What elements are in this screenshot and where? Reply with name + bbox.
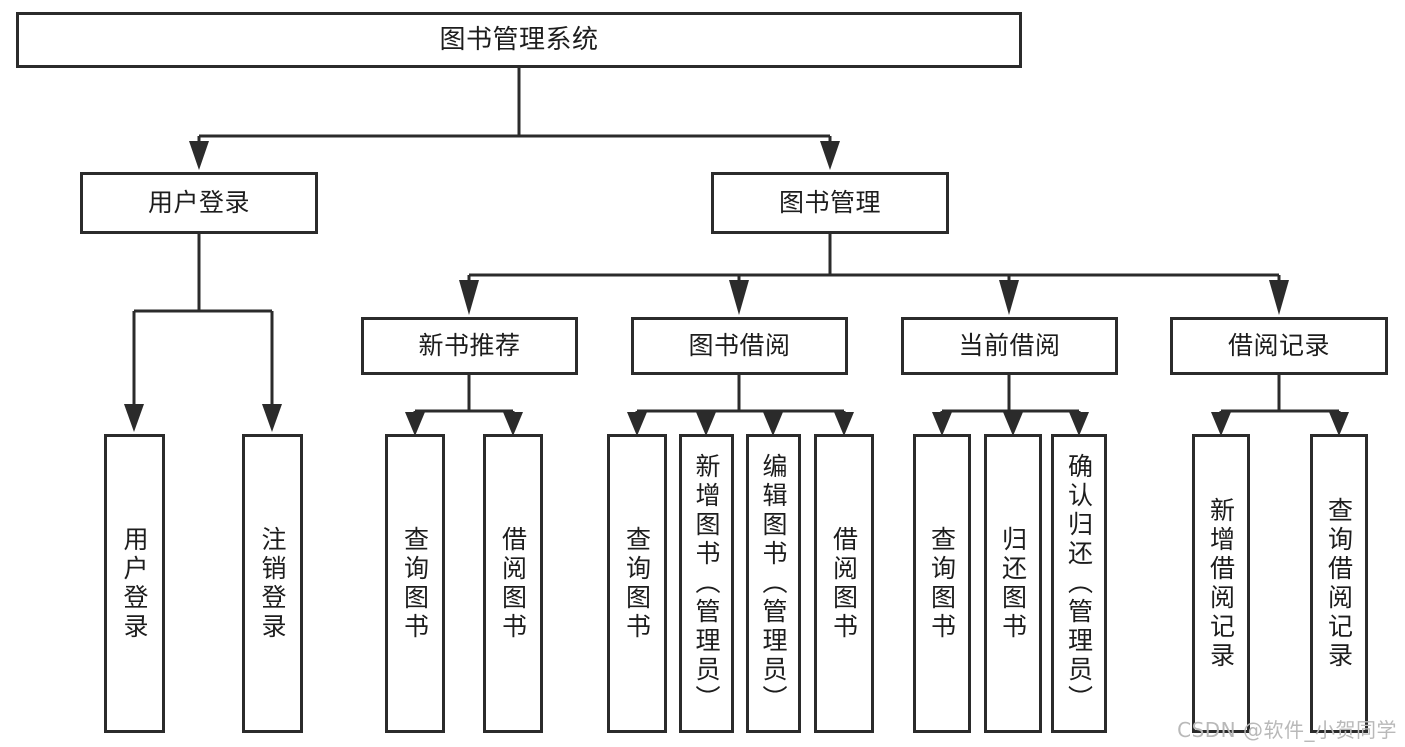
leaf-user-logout[interactable]: 注销登录: [242, 434, 303, 733]
arrowhead-icon: [1329, 412, 1349, 436]
leaf-query-borrow-record[interactable]: 查询借阅记录: [1310, 434, 1368, 733]
node-book-borrow[interactable]: 图书借阅: [631, 317, 848, 375]
leaf-add-borrow-record-label: 新增借阅记录: [1206, 496, 1236, 671]
leaf-edit-book-admin-label: 编辑图书（管理员）: [759, 453, 788, 714]
leaf-borrow-book-2-label: 借阅图书: [829, 525, 859, 642]
leaf-user-login-label: 用户登录: [120, 525, 149, 642]
leaf-user-login[interactable]: 用户登录: [104, 434, 165, 733]
leaf-query-book-3[interactable]: 查询图书: [913, 434, 971, 733]
arrowhead-icon: [503, 412, 523, 436]
node-new-book-rec[interactable]: 新书推荐: [361, 317, 578, 375]
csdn-watermark: CSDN @软件_小贺同学: [1177, 718, 1397, 742]
leaf-add-book-admin[interactable]: 新增图书（管理员）: [679, 434, 734, 733]
node-book-manage-label: 图书管理: [778, 188, 881, 218]
leaf-add-borrow-record[interactable]: 新增借阅记录: [1192, 434, 1250, 733]
leaf-edit-book-admin[interactable]: 编辑图书（管理员）: [746, 434, 801, 733]
node-root-label: 图书管理系统: [439, 24, 599, 55]
arrowhead-icon: [1269, 280, 1289, 315]
arrowhead-group: [124, 141, 1349, 436]
arrowhead-icon: [459, 280, 479, 315]
node-book-borrow-label: 图书借阅: [688, 331, 791, 361]
arrowhead-icon: [999, 280, 1019, 315]
arrowhead-icon: [834, 412, 854, 436]
leaf-confirm-return-admin-label: 确认归还（管理员）: [1064, 453, 1094, 714]
node-borrow-record-label: 借阅记录: [1227, 331, 1330, 361]
node-borrow-record[interactable]: 借阅记录: [1170, 317, 1388, 375]
arrowhead-icon: [405, 412, 425, 436]
arrowhead-icon: [820, 141, 840, 170]
node-new-book-rec-label: 新书推荐: [418, 331, 521, 361]
leaf-confirm-return-admin[interactable]: 确认归还（管理员）: [1051, 434, 1107, 733]
leaf-borrow-book-1[interactable]: 借阅图书: [483, 434, 543, 733]
leaf-query-book-2-label: 查询图书: [622, 525, 652, 642]
arrowhead-icon: [763, 412, 783, 436]
node-user-login-label: 用户登录: [147, 188, 250, 218]
node-user-login[interactable]: 用户登录: [80, 172, 318, 234]
leaf-user-logout-label: 注销登录: [258, 525, 287, 642]
arrowhead-icon: [189, 141, 209, 170]
leaf-query-book-1-label: 查询图书: [400, 525, 430, 642]
node-current-borrow[interactable]: 当前借阅: [901, 317, 1118, 375]
leaf-return-book[interactable]: 归还图书: [984, 434, 1042, 733]
arrowhead-icon: [1003, 412, 1023, 436]
arrowhead-icon: [262, 404, 282, 432]
arrowhead-icon: [729, 280, 749, 315]
arrowhead-icon: [932, 412, 952, 436]
leaf-query-book-2[interactable]: 查询图书: [607, 434, 667, 733]
leaf-query-book-3-label: 查询图书: [927, 525, 957, 642]
node-current-borrow-label: 当前借阅: [958, 331, 1061, 361]
leaf-return-book-label: 归还图书: [998, 525, 1028, 642]
leaf-borrow-book-1-label: 借阅图书: [498, 525, 528, 642]
arrowhead-icon: [627, 412, 647, 436]
node-book-manage[interactable]: 图书管理: [711, 172, 949, 234]
leaf-query-book-1[interactable]: 查询图书: [385, 434, 445, 733]
arrowhead-icon: [124, 404, 144, 432]
leaf-borrow-book-2[interactable]: 借阅图书: [814, 434, 874, 733]
arrowhead-icon: [696, 412, 716, 436]
leaf-query-borrow-record-label: 查询借阅记录: [1324, 496, 1354, 671]
node-root[interactable]: 图书管理系统: [16, 12, 1022, 68]
arrowhead-icon: [1211, 412, 1231, 436]
arrowhead-icon: [1069, 412, 1089, 436]
leaf-add-book-admin-label: 新增图书（管理员）: [692, 453, 721, 714]
